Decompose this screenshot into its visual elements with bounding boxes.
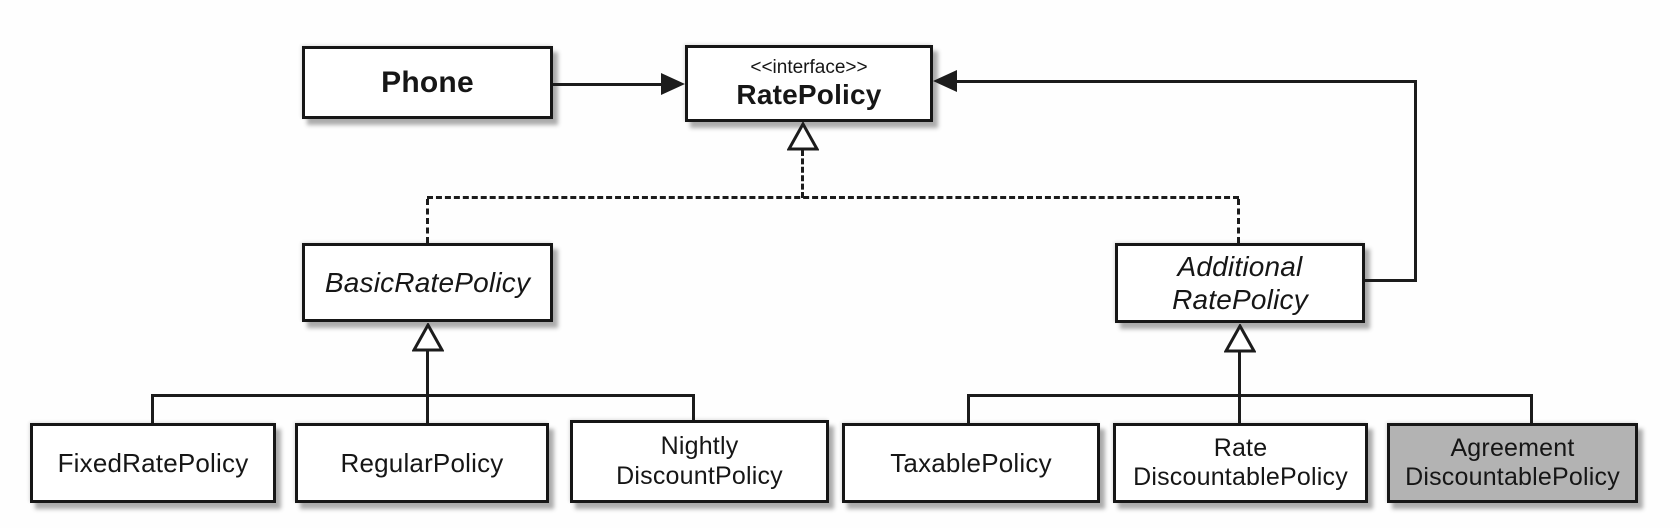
generalization-right-stem — [1238, 351, 1241, 423]
generalization-drop-taxablepolicy — [967, 396, 970, 423]
class-name-fixedratepolicy: FixedRatePolicy — [57, 447, 249, 478]
generalization-left-stem — [426, 350, 429, 423]
generalization-right-horizontal — [967, 394, 1533, 397]
realization-dashed-drop-additional — [1237, 199, 1240, 243]
realization-dashed-stem — [801, 150, 804, 198]
abstract-class-box-basicratepolicy: BasicRatePolicy — [302, 243, 553, 322]
class-name-ratediscountablepolicy: Rate DiscountablePolicy — [1133, 433, 1348, 492]
edge-additional-to-ratepolicy-right-line — [1414, 80, 1417, 282]
hollow-triangle-icon-basicratepolicy — [412, 323, 444, 352]
arrowhead-right-icon — [661, 73, 685, 95]
realization-dashed-horizontal — [427, 196, 1239, 199]
class-box-fixedratepolicy: FixedRatePolicy — [30, 423, 276, 503]
interface-stereotype: <<interface>> — [750, 56, 868, 78]
class-box-agreementdiscountablepolicy-highlighted: Agreement DiscountablePolicy — [1387, 423, 1638, 503]
class-box-ratediscountablepolicy: Rate DiscountablePolicy — [1113, 423, 1368, 503]
edge-additional-to-ratepolicy-bottom-line — [1365, 279, 1417, 282]
class-box-taxablepolicy: TaxablePolicy — [842, 423, 1100, 503]
edge-phone-to-ratepolicy-line — [553, 83, 663, 86]
interface-name-ratepolicy: RatePolicy — [736, 78, 882, 110]
class-name-additionalratepolicy: Additional RatePolicy — [1172, 250, 1308, 315]
class-name-phone: Phone — [381, 65, 474, 99]
generalization-drop-agreementdiscountablepolicy — [1530, 396, 1533, 423]
generalization-drop-fixedratepolicy — [151, 396, 154, 423]
edge-additional-to-ratepolicy-top-line — [955, 80, 1417, 83]
class-name-agreementdiscountablepolicy: Agreement DiscountablePolicy — [1405, 433, 1620, 492]
realization-dashed-drop-basic — [426, 199, 429, 243]
arrowhead-left-icon — [933, 70, 957, 92]
generalization-left-horizontal — [151, 394, 695, 397]
class-box-nightlydiscountpolicy: Nightly DiscountPolicy — [570, 420, 829, 503]
class-name-basicratepolicy: BasicRatePolicy — [324, 266, 531, 298]
hollow-triangle-icon-ratepolicy — [787, 122, 819, 151]
class-name-nightlydiscountpolicy: Nightly DiscountPolicy — [616, 432, 783, 490]
class-box-phone: Phone — [302, 46, 553, 119]
class-name-regularpolicy: RegularPolicy — [340, 447, 504, 478]
class-box-regularpolicy: RegularPolicy — [295, 423, 549, 503]
abstract-class-box-additionalratepolicy: Additional RatePolicy — [1115, 243, 1365, 323]
generalization-drop-nightlydiscountpolicy — [692, 396, 695, 420]
interface-box-ratepolicy: <<interface>> RatePolicy — [685, 45, 933, 122]
hollow-triangle-icon-additionalratepolicy — [1224, 324, 1256, 353]
class-name-taxablepolicy: TaxablePolicy — [890, 447, 1052, 478]
